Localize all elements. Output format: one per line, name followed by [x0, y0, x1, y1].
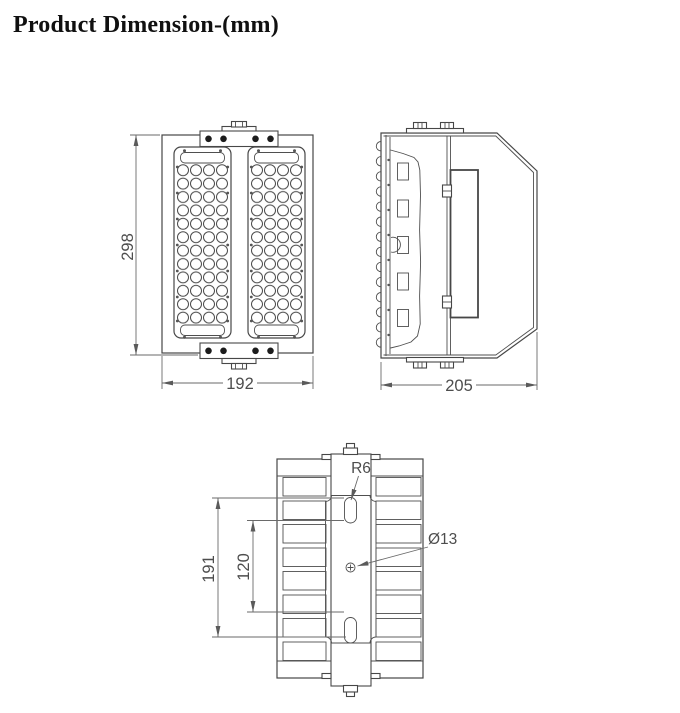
- slot-spacing-label: 120: [235, 553, 253, 581]
- led-array: [250, 163, 303, 325]
- mounting-slot-bottom: [344, 617, 357, 644]
- dimension-height-298: 298: [119, 134, 198, 356]
- bolt-icon: [220, 135, 227, 143]
- dimension-depth-205: 205: [380, 332, 538, 395]
- side-top-mount: [405, 121, 465, 134]
- heatsink-fins-right: [375, 477, 422, 661]
- side-housing-profile: [380, 132, 538, 359]
- lens-bumps: [375, 141, 382, 348]
- module-handle-bar: [180, 324, 225, 336]
- led-module-right: [247, 146, 306, 339]
- hole-diameter-text: Ø13: [428, 531, 457, 548]
- module-screws: [175, 149, 230, 339]
- bolt-icon: [267, 135, 274, 143]
- bolt-icon: [220, 347, 227, 355]
- side-mounting-bracket: [441, 136, 479, 355]
- mounting-channel: [321, 442, 381, 698]
- mount-height-label: 191: [200, 555, 218, 583]
- dimension-slot-spacing-120: 120: [235, 520, 344, 613]
- label-hole-diameter: Ø13: [357, 531, 457, 567]
- front-view: 298 192: [119, 120, 314, 393]
- page-title: Product Dimension-(mm): [13, 12, 279, 38]
- bolt-icon: [267, 347, 274, 355]
- side-bottom-mount: [405, 356, 465, 369]
- profile-screws: [387, 158, 390, 337]
- bracket-handle: [449, 169, 479, 319]
- front-bottom-bracket: [199, 342, 279, 370]
- bolt-icon: [252, 347, 259, 355]
- led-module-left: [173, 146, 232, 339]
- front-height-label: 298: [119, 233, 137, 261]
- front-top-bracket: [199, 120, 279, 148]
- bottom-view: R6 Ø13 191 120: [200, 442, 457, 698]
- mounting-plate: [325, 495, 377, 644]
- side-module-profile: [387, 149, 422, 349]
- dimension-mount-height-191: 191: [200, 497, 346, 638]
- module-handle-bar: [254, 152, 299, 164]
- profile-notch: [390, 236, 401, 253]
- dimension-width-192: 192: [161, 356, 314, 393]
- led-array: [176, 163, 229, 325]
- label-slot-radius: R6: [350, 460, 371, 501]
- side-depth-label: 205: [445, 377, 473, 395]
- bolt-icon: [252, 135, 259, 143]
- module-handle-bar: [254, 324, 299, 336]
- side-view: 205: [375, 121, 538, 395]
- front-width-label: 192: [226, 375, 254, 393]
- module-handle-bar: [180, 152, 225, 164]
- heatsink-fins-left: [282, 477, 327, 661]
- module-screws: [249, 149, 304, 339]
- mounting-slot-top: [344, 497, 357, 524]
- slot-radius-text: R6: [351, 460, 371, 477]
- mounting-hole: [345, 562, 356, 573]
- bolt-icon: [205, 347, 212, 355]
- bolt-icon: [205, 135, 212, 143]
